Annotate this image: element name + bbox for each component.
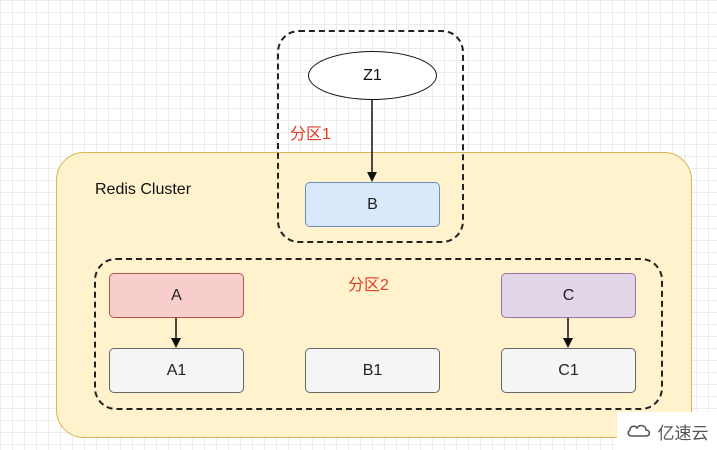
node-a-label: A — [171, 286, 182, 304]
node-a1[interactable]: A1 — [109, 348, 244, 393]
cloud-logo-icon — [626, 424, 650, 437]
partition-1-label: 分区1 — [290, 126, 331, 143]
partition-1-boundary — [277, 30, 464, 243]
node-c1[interactable]: C1 — [501, 348, 636, 393]
node-z1-label: Z1 — [363, 66, 382, 84]
node-a[interactable]: A — [109, 273, 244, 318]
partition-2-label: 分区2 — [348, 277, 389, 294]
node-a1-label: A1 — [166, 361, 187, 379]
node-b1-label: B1 — [362, 361, 383, 379]
partition-2-boundary — [94, 258, 663, 410]
node-b[interactable]: B — [305, 182, 440, 227]
cluster-label: Redis Cluster — [95, 181, 192, 198]
node-c-label: C — [562, 286, 575, 304]
node-z1[interactable]: Z1 — [308, 51, 437, 100]
node-b1[interactable]: B1 — [305, 348, 440, 393]
node-c[interactable]: C — [501, 273, 636, 318]
watermark: 亿速云 — [617, 412, 717, 450]
watermark-text: 亿速云 — [657, 423, 709, 443]
node-c1-label: C1 — [558, 361, 579, 379]
node-b-label: B — [367, 195, 378, 213]
